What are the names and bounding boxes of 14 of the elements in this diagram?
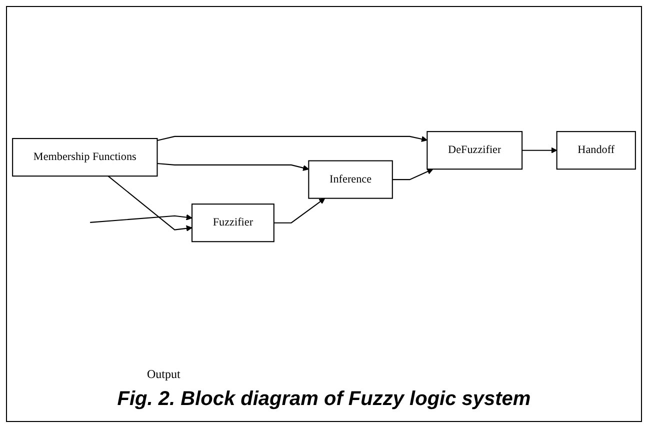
node-box: Fuzzifier	[191, 204, 274, 243]
node-box: Handoff	[556, 131, 636, 170]
node-box: Inference	[308, 160, 393, 200]
node-box: DeFuzzifier	[426, 131, 523, 170]
node-box: Membership Functions	[12, 138, 158, 177]
arrow	[157, 163, 309, 172]
figure-caption: Fig. 2. Block diagram of Fuzzy logic system	[117, 388, 531, 411]
arrow	[108, 176, 192, 232]
arrow	[392, 169, 434, 180]
arrow	[157, 136, 428, 142]
arrow	[274, 198, 326, 224]
output-label: Output	[147, 367, 180, 382]
arrow	[522, 148, 558, 154]
arrow	[90, 214, 192, 224]
